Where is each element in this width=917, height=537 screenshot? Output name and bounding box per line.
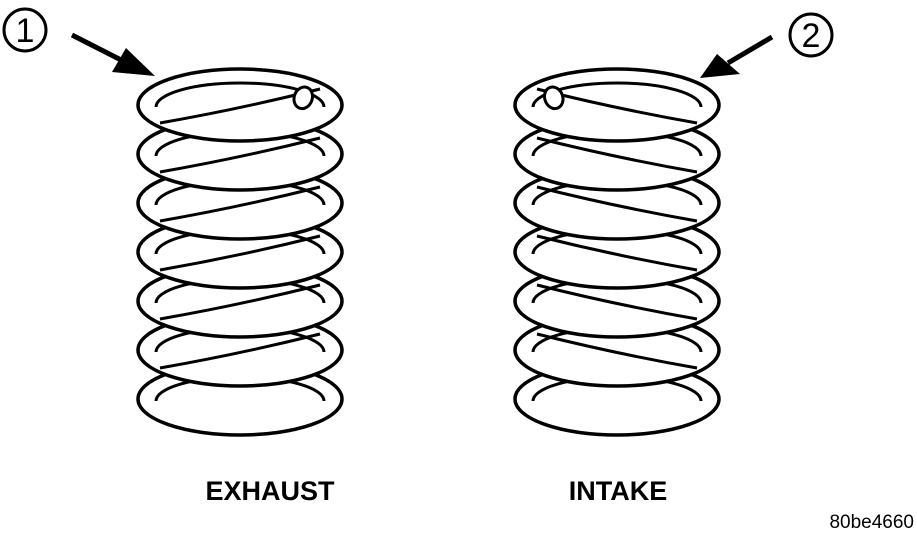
- spring-coil-crossing: [536, 185, 698, 223]
- spring-coil-crossing: [159, 136, 321, 174]
- spring-coil-crossing: [159, 332, 321, 370]
- spring-wire-end: [292, 85, 314, 111]
- callout-1: 1: [2, 7, 48, 53]
- spring-coil-crossing: [159, 234, 321, 272]
- callout-2: 2: [788, 12, 834, 58]
- callout-2-arrow: [700, 34, 774, 78]
- spring-coil: [513, 67, 721, 143]
- spring-coil-crossing: [536, 234, 698, 272]
- spring-wire-end: [543, 85, 565, 111]
- spring-coil-crossing: [536, 136, 698, 174]
- callout-2-number: 2: [802, 17, 821, 55]
- callout-1-number: 1: [16, 12, 35, 50]
- callout-1-arrow: [70, 32, 155, 76]
- intake-valve-spring: [513, 67, 721, 437]
- callout-2-circle: [788, 12, 834, 58]
- spring-coil-crossing: [536, 283, 698, 321]
- spring-coil-crossing: [159, 283, 321, 321]
- exhaust-label: EXHAUST: [205, 476, 335, 506]
- intake-label: INTAKE: [569, 476, 668, 506]
- figure-reference-code: 80be4660: [829, 512, 914, 533]
- spring-coil-inner-edge: [531, 81, 703, 108]
- callout-1-circle: [2, 7, 48, 53]
- spring-coil-crossing: [536, 332, 698, 370]
- exhaust-valve-spring: [136, 67, 344, 437]
- spring-coil: [136, 67, 344, 143]
- spring-coil-inner-edge: [154, 81, 326, 108]
- spring-coil-crossing: [159, 185, 321, 223]
